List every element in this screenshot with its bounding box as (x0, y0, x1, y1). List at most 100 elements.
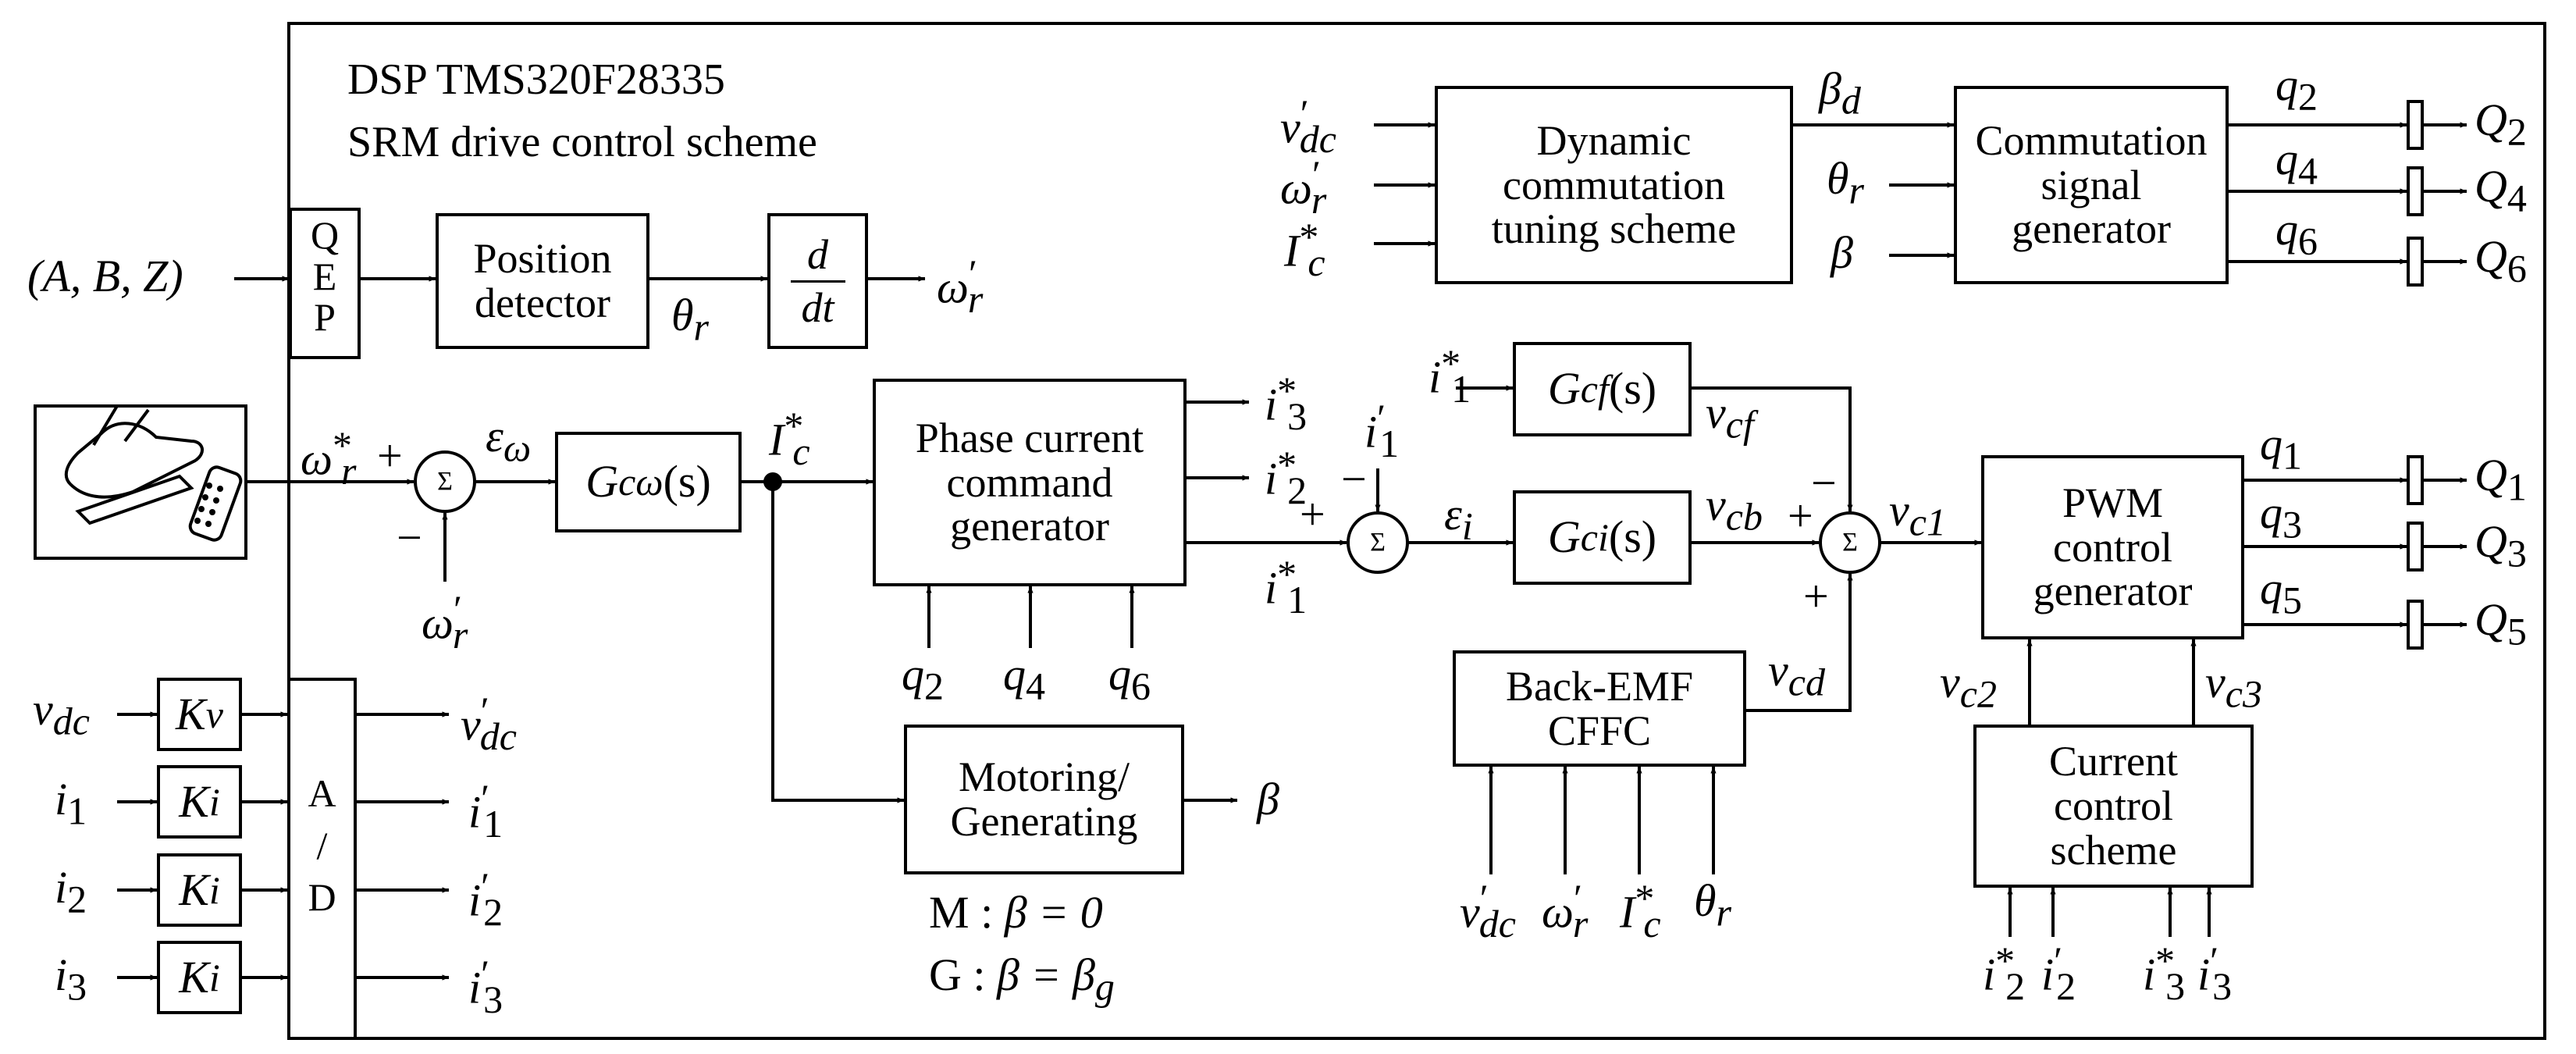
i3-star-cc: i*3 (2143, 938, 2186, 1008)
Q2-out: Q2 (2475, 94, 2527, 154)
q4-pulse (2407, 166, 2424, 216)
i3-star: i*3 (1265, 369, 1308, 438)
vdc-prime-out: v′dc (461, 689, 517, 758)
beta-comm: β (1831, 227, 1853, 278)
sum-voltage-plus-left: + (1788, 490, 1813, 541)
ad-label: A/D (308, 771, 336, 919)
q2-out: q2 (2275, 59, 2318, 119)
i1-star: i*1 (1265, 552, 1308, 621)
q5-out: q5 (2260, 563, 2302, 622)
sum-voltage-minus: − (1811, 458, 1837, 508)
omega-r-prime-fb: ω′r (422, 587, 468, 657)
vcf-label: vcf (1706, 387, 1754, 447)
q2-in: q2 (902, 649, 944, 708)
q6-pulse (2407, 237, 2424, 287)
vcd-label: vcd (1768, 645, 1825, 704)
branch-node (763, 472, 782, 491)
i1-prime-top: i′1 (1364, 396, 1400, 465)
abz-input: (A, B, Z) (27, 251, 183, 301)
title-line1: DSP TMS320F28335 (347, 55, 725, 104)
q2-pulse (2407, 100, 2424, 150)
beta-out: β (1257, 774, 1279, 824)
vdc-prime-bemf: v′dc (1460, 876, 1516, 945)
i3-prime-cc: i′3 (2197, 938, 2233, 1008)
sum-omega-minus: − (397, 512, 422, 563)
sum-current-plus: + (1300, 489, 1325, 539)
beta-d: βd (1819, 63, 1861, 123)
sum-omega-symbol: Σ (437, 467, 453, 496)
vc1-label: vc1 (1889, 485, 1946, 544)
position-detector-box (436, 213, 649, 349)
sum-current-minus: − (1341, 454, 1367, 504)
current-control-box (1973, 725, 2254, 888)
Q5-out: Q5 (2475, 594, 2527, 653)
q6-out: q6 (2275, 204, 2318, 263)
Q1-out: Q1 (2475, 450, 2527, 509)
omega-r-star: ω*r (301, 423, 357, 493)
dynamic-box (1435, 86, 1793, 284)
q1-pulse (2407, 455, 2424, 505)
Q4-out: Q4 (2475, 161, 2527, 220)
i2-star-cc: i*2 (1983, 938, 2026, 1008)
vc2-label: vc2 (1940, 657, 1997, 716)
q3-out: q3 (2260, 487, 2302, 547)
mode-g: G : β = βg (929, 949, 1115, 1009)
i2-prime-cc: i′2 (2041, 938, 2076, 1008)
sum-current-symbol: Σ (1370, 528, 1386, 557)
i3-in: i3 (55, 949, 87, 1009)
backemf-box (1453, 650, 1746, 767)
ic-star-bemf: I*c (1620, 876, 1661, 945)
q6-in: q6 (1108, 649, 1151, 708)
i2-star: i*2 (1265, 443, 1308, 512)
ad-box (287, 678, 357, 1040)
theta-r-label: θr (671, 290, 709, 349)
ic-star-dyn: I*c (1284, 215, 1325, 284)
gci-box (1513, 490, 1692, 585)
i1-prime-out: i′1 (468, 776, 503, 846)
q1-out: q1 (2260, 418, 2302, 478)
i2-in: i2 (55, 862, 87, 921)
vdc-prime-dyn: v′dc (1280, 91, 1336, 161)
omega-prime-dyn: ω′r (1280, 152, 1327, 222)
derivative-box (767, 213, 868, 349)
theta-r-comm: θr (1827, 153, 1864, 212)
i1-in: i1 (55, 774, 87, 833)
dsp-boundary (287, 22, 2546, 1040)
q4-out: q4 (2275, 134, 2318, 193)
eps-i: εi (1444, 489, 1473, 548)
Q6-out: Q6 (2475, 231, 2527, 290)
q4-in: q4 (1003, 649, 1045, 708)
motoring-label: Motoring/Generating (950, 753, 1138, 845)
sum-omega-plus: + (377, 430, 403, 481)
eps-omega: εω (486, 411, 532, 470)
mode-m: M : β = 0 (929, 887, 1103, 938)
Q3-out: Q3 (2475, 516, 2527, 575)
vc3-label: vc3 (2205, 657, 2262, 716)
vdc-in: vdc (33, 684, 90, 743)
i1-star-gcf: i*1 (1429, 341, 1471, 411)
vcb-label: vcb (1706, 479, 1763, 539)
q5-pulse (2407, 600, 2424, 650)
q3-pulse (2407, 522, 2424, 572)
commutation-box (1954, 86, 2229, 284)
qep-box (289, 208, 361, 359)
theta-r-bemf: θr (1694, 875, 1731, 935)
sum-voltage-plus-bottom: + (1803, 571, 1829, 621)
phase-current-box (873, 379, 1187, 586)
ic-star: I*c (769, 404, 810, 473)
